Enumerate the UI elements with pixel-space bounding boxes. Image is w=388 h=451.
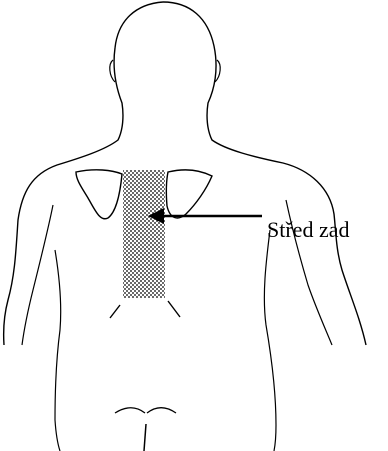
right-shoulder-blade bbox=[166, 170, 212, 218]
lower-back-mark-left bbox=[110, 305, 120, 318]
buttocks-crease-right bbox=[147, 408, 176, 413]
left-shoulder-blade bbox=[76, 170, 122, 219]
torso-left-side bbox=[55, 250, 61, 451]
mid-back-shaded-area bbox=[123, 170, 165, 298]
buttocks-crease-left bbox=[115, 408, 145, 413]
left-arm-inner bbox=[22, 205, 53, 345]
gluteal-cleft bbox=[144, 424, 146, 451]
mid-back-label: Střed zad bbox=[267, 217, 349, 243]
lower-back-mark-right bbox=[168, 301, 180, 317]
torso-right-side bbox=[264, 230, 276, 451]
